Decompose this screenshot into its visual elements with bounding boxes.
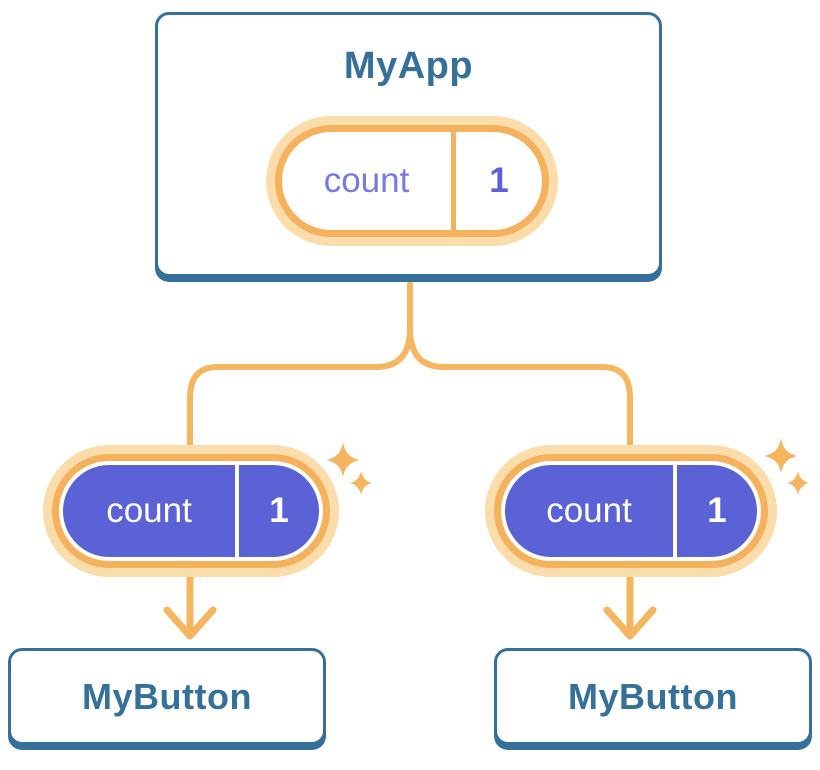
arrow-left-head — [163, 606, 217, 640]
pill-divider — [235, 465, 239, 557]
prop-value: 1 — [707, 491, 727, 530]
left-prop-pill-body: count 1 — [63, 465, 319, 557]
root-state-pill-ring: count 1 — [275, 125, 549, 237]
sparkle-icon — [326, 442, 360, 477]
right-child-component-title: MyButton — [568, 675, 738, 717]
root-component-card: MyApp count 1 — [155, 12, 662, 277]
sparkle-icon — [787, 471, 809, 495]
right-prop-pill-ring: count 1 — [494, 454, 768, 568]
pill-divider — [673, 465, 677, 557]
prop-value: 1 — [269, 491, 289, 530]
left-child-component-card: MyButton — [8, 648, 326, 745]
prop-label: count — [546, 491, 632, 530]
prop-label: count — [106, 491, 192, 530]
state-value: 1 — [489, 161, 509, 200]
right-child-component-card: MyButton — [494, 648, 812, 745]
sparkle-icon — [350, 471, 372, 495]
tree-connector — [187, 281, 633, 455]
arrow-right-head — [603, 606, 657, 640]
arrow-down-icon — [163, 568, 657, 640]
state-label: count — [323, 161, 410, 200]
root-component-title: MyApp — [343, 45, 474, 87]
left-prop-pill-ring: count 1 — [52, 454, 330, 568]
connector-left-branch — [187, 281, 413, 455]
root-state-pill: count 1 — [266, 116, 558, 246]
pill-divider — [451, 132, 456, 230]
left-child-component-title: MyButton — [82, 675, 252, 717]
left-prop-pill: count 1 — [43, 445, 339, 577]
connector-right-branch — [407, 325, 633, 451]
right-prop-pill-body: count 1 — [505, 465, 757, 557]
right-prop-pill: count 1 — [485, 445, 777, 577]
sparkle-icon — [764, 438, 798, 473]
